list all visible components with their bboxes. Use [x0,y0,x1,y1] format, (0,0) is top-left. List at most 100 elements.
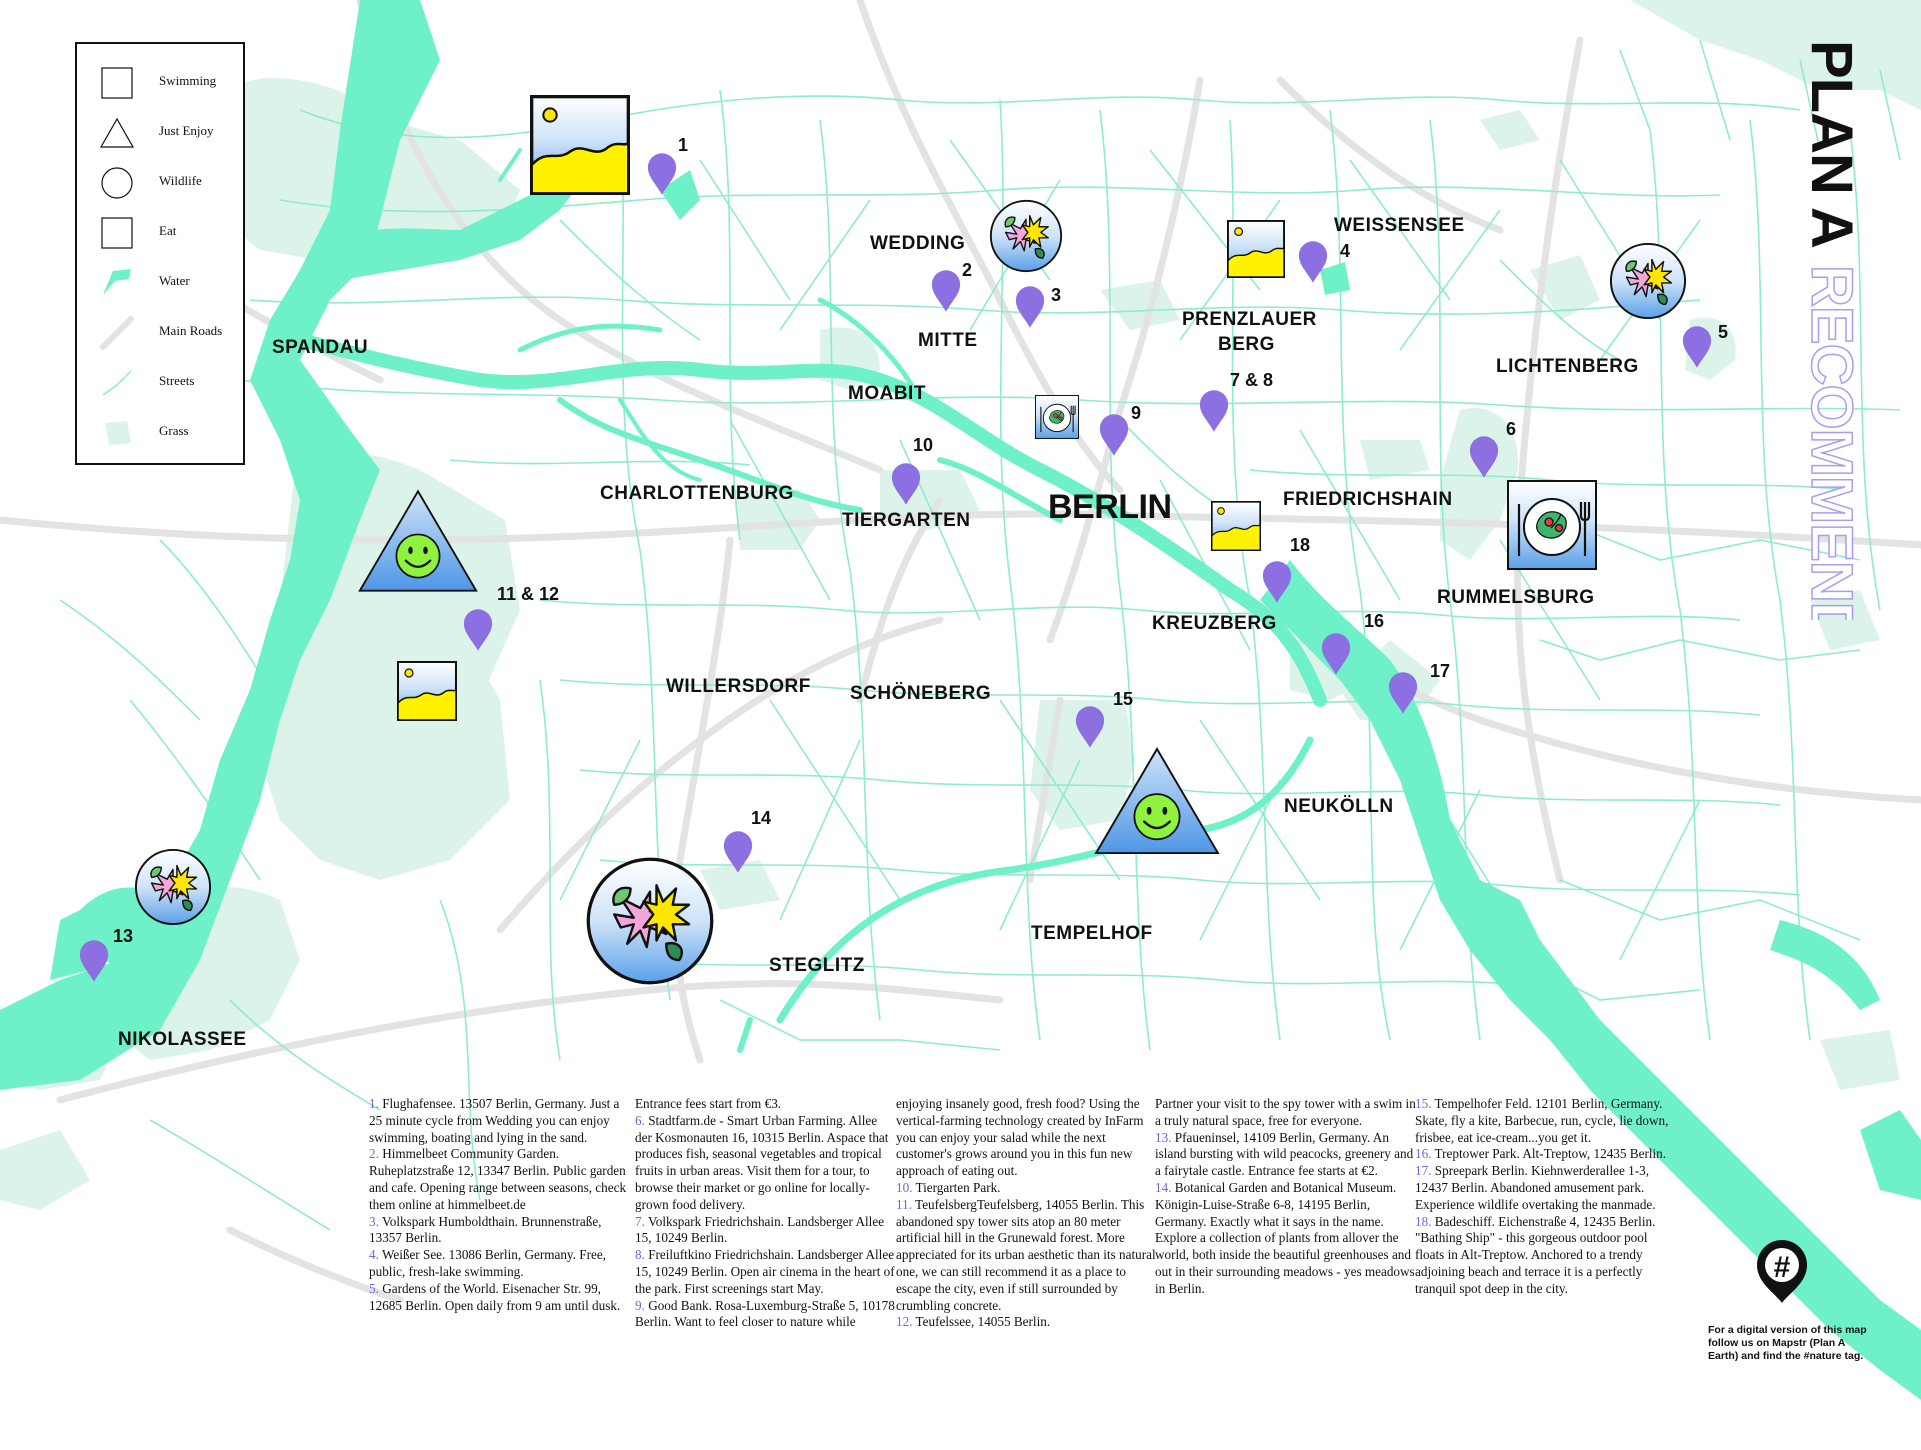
legend-streets: Streets [77,361,243,405]
swimming-icon [1211,500,1261,552]
legend-label: Grass [159,423,189,438]
swimming-icon [397,660,457,722]
pin-4[interactable]: 4 [1298,241,1350,283]
city-label: BERLIN [1048,488,1172,526]
wildlife-icon [586,857,714,985]
district-berg: BERG [1218,334,1275,355]
legend-main-roads: Main Roads [77,311,243,355]
legend-wildlife: Wildlife [77,161,243,205]
pin-1[interactable]: 1 [647,135,688,195]
streets-icon [102,370,132,396]
swimming-icon [101,67,133,99]
svg-text:15: 15 [1113,689,1133,709]
svg-text:9: 9 [1131,403,1141,423]
legend-label: Swimming [159,73,217,88]
note-10: 10. Tiergarten Park. [896,1179,1001,1195]
canals [293,148,1327,1053]
district-neukoelln: NEUKÖLLN [1284,796,1394,817]
district-charlottenburg: CHARLOTTENBURG [600,483,794,504]
svg-text:17: 17 [1430,661,1450,681]
pin-5[interactable]: 5 [1682,322,1728,368]
pin-10[interactable]: 10 [891,435,933,505]
pins: 1 2 3 4 5 6 7 & 8 9 10 11 & 12 13 14 15 … [79,135,1728,982]
district-nikolassee: NIKOLASSEE [118,1029,247,1050]
pin-6[interactable]: 6 [1469,419,1516,478]
digital-version-text: For a digital version of this map follow… [1708,1324,1867,1362]
note-3: 3. Volkspark Humboldthain. Brunnenstraße… [369,1213,602,1246]
svg-text:6: 6 [1506,419,1516,439]
notes-column-1: 1. Flughafensee. 13507 Berlin, Germany. … [369,1096,631,1314]
note-5-cont: Entrance fees start from €3. [635,1096,782,1111]
svg-text:18: 18 [1290,535,1310,555]
svg-text:7 & 8: 7 & 8 [1230,370,1273,390]
legend-label: Just Enjoy [159,123,214,138]
note-5: 5. Gardens of the World. Eisenacher Str.… [369,1280,621,1313]
svg-text:16: 16 [1364,611,1384,631]
pin-7-8[interactable]: 7 & 8 [1199,370,1273,432]
note-8: 8. Freiluftkino Friedrichshain. Landsber… [635,1247,895,1296]
note-12: 12. Teufelssee, 14055 Berlin. [896,1314,1051,1330]
svg-text:1: 1 [678,135,688,155]
district-labels: SPANDAU WEDDING MITTE MOABIT WEISSENSEE … [118,215,1638,1050]
legend-label: Wildlife [159,173,202,188]
brand-logo: PLAN A RECOMMENDS [1798,40,1870,681]
wildlife-icon [989,199,1063,273]
note-17: 17. Spreepark Berlin. Kiehnwerderallee 1… [1415,1163,1656,1212]
note-2: 2. Himmelbeet Community Garden. Ruheplat… [369,1146,627,1212]
wildlife-icon [1609,242,1687,320]
note-9: 9. Good Bank. Rosa-Luxemburg-Straße 5, 1… [635,1297,895,1330]
notes-column-3: enjoying insanely good, fresh food? Usin… [896,1096,1158,1331]
district-prenzlauer: PRENZLAUER [1182,309,1317,330]
district-tiergarten: TIERGARTEN [842,510,971,531]
pin-18[interactable]: 18 [1262,535,1310,603]
legend-water: Water [77,261,243,305]
wildlife-icon [134,848,212,926]
notes-column-4: Partner your visit to the spy tower with… [1155,1096,1417,1298]
notes-column-5: 15. Tempelhofer Feld. 12101 Berlin, Germ… [1415,1096,1677,1298]
water [0,0,1921,1400]
svg-text:11 & 12: 11 & 12 [497,584,559,604]
pin-13[interactable]: 13 [79,926,133,982]
wildlife-icon [101,167,133,199]
svg-text:5: 5 [1718,322,1728,342]
eat-icon [101,217,133,249]
legend-label: Eat [159,223,177,238]
legend-swimming: Swimming [77,61,243,105]
pin-2[interactable]: 2 [931,260,972,312]
district-schoeneberg: SCHÖNEBERG [850,683,991,704]
eat-icon [1506,480,1598,570]
district-moabit: MOABIT [848,383,926,404]
legend-just-enjoy: Just Enjoy [77,111,243,155]
district-mitte: MITTE [918,330,978,351]
plan-a-recommends-logo: PLAN A RECOMMENDS [1798,40,1865,681]
note-7: 7. Volkspark Friedrichshain. Landsberger… [635,1213,885,1246]
pin-16[interactable]: 16 [1321,611,1384,675]
pin-15[interactable]: 15 [1075,689,1133,748]
note-9-cont: enjoying insanely good, fresh food? Usin… [896,1096,1144,1179]
district-rummelsburg: RUMMELSBURG [1437,587,1595,608]
svg-text:3: 3 [1051,285,1061,305]
svg-text:4: 4 [1340,241,1350,261]
legend-label: Water [159,273,190,288]
water-icon [103,269,131,295]
pin-9[interactable]: 9 [1099,403,1141,456]
pin-11-12[interactable]: 11 & 12 [463,584,559,651]
hashtag-pin-icon[interactable]: # [1753,1237,1811,1305]
legend-grass: Grass [77,411,243,455]
note-4: 4. Weißer See. 13086 Berlin, Germany. Fr… [369,1247,606,1279]
eat-icon [1035,395,1079,439]
note-12-cont: Partner your visit to the spy tower with… [1155,1096,1416,1128]
pin-3[interactable]: 3 [1015,285,1061,328]
legend-eat: Eat [77,211,243,255]
note-1: 1. Flughafensee. 13507 Berlin, Germany. … [369,1096,620,1145]
svg-text:13: 13 [113,926,133,946]
legend-label: Main Roads [159,323,223,338]
grass-icon [105,421,131,445]
brand-name: PLAN A [1800,40,1864,248]
pin-17[interactable]: 17 [1388,661,1450,714]
pin-14[interactable]: 14 [723,808,771,873]
district-weissensee: WEISSENSEE [1334,215,1465,236]
notes-column-2: Entrance fees start from €3. 6. Stadtfar… [635,1096,897,1331]
